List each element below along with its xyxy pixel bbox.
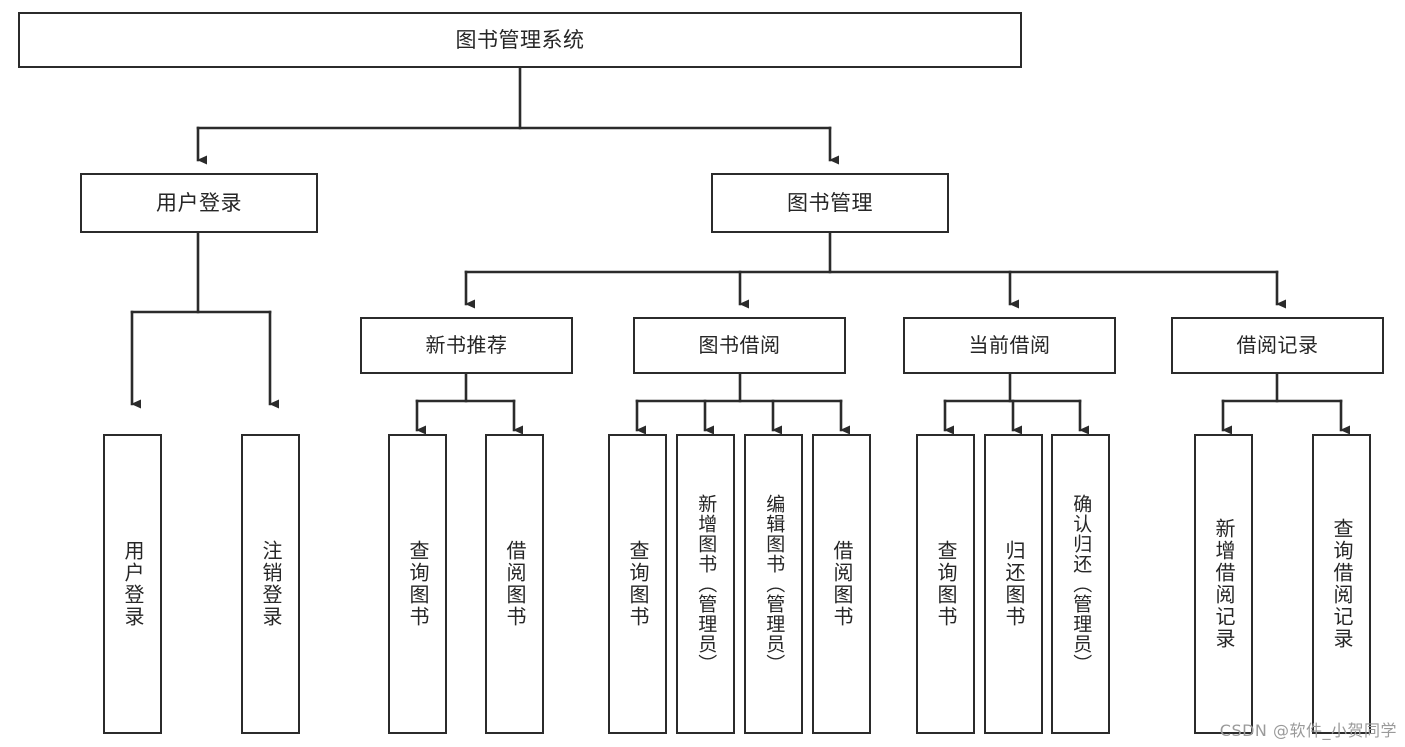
leaf-currentborrow-confirm-return-admin[interactable]: 确认归还（管理员） <box>1051 434 1110 734</box>
node-book-management[interactable]: 图书管理 <box>711 173 949 233</box>
node-label: 查询图书 <box>406 540 430 628</box>
leaf-newbook-query-book[interactable]: 查询图书 <box>388 434 447 734</box>
leaf-bookborrow-add-book-admin[interactable]: 新增图书（管理员） <box>676 434 735 734</box>
node-label: 图书管理系统 <box>455 27 585 52</box>
leaf-borrowrecord-query-record[interactable]: 查询借阅记录 <box>1312 434 1371 734</box>
leaf-currentborrow-return-book[interactable]: 归还图书 <box>984 434 1043 734</box>
node-label: 确认归还（管理员） <box>1070 494 1093 674</box>
node-label: 借阅图书 <box>503 540 527 628</box>
node-label: 新增图书（管理员） <box>695 494 718 674</box>
node-user-login[interactable]: 用户登录 <box>80 173 318 233</box>
leaf-currentborrow-query-book[interactable]: 查询图书 <box>916 434 975 734</box>
node-borrow-record[interactable]: 借阅记录 <box>1171 317 1384 374</box>
node-label: 当前借阅 <box>968 333 1051 357</box>
node-label: 注销登录 <box>259 540 283 628</box>
leaf-borrowrecord-add-record[interactable]: 新增借阅记录 <box>1194 434 1253 734</box>
node-new-book-recommendation[interactable]: 新书推荐 <box>360 317 573 374</box>
leaf-bookborrow-borrow-book[interactable]: 借阅图书 <box>812 434 871 734</box>
leaf-bookborrow-edit-book-admin[interactable]: 编辑图书（管理员） <box>744 434 803 734</box>
watermark-text: CSDN @软件_小贺同学 <box>1219 721 1397 740</box>
node-label: 归还图书 <box>1002 540 1026 628</box>
node-root-book-management-system[interactable]: 图书管理系统 <box>18 12 1022 68</box>
node-label: 查询借阅记录 <box>1330 518 1354 650</box>
node-label: 编辑图书（管理员） <box>763 494 786 674</box>
node-label: 借阅记录 <box>1236 333 1319 357</box>
node-label: 图书管理 <box>787 190 873 215</box>
node-label: 图书借阅 <box>698 333 781 357</box>
leaf-bookborrow-query-book[interactable]: 查询图书 <box>608 434 667 734</box>
leaf-logout[interactable]: 注销登录 <box>241 434 300 734</box>
node-book-borrow[interactable]: 图书借阅 <box>633 317 846 374</box>
node-label: 新书推荐 <box>425 333 508 357</box>
node-label: 用户登录 <box>156 190 242 215</box>
leaf-newbook-borrow-book[interactable]: 借阅图书 <box>485 434 544 734</box>
node-label: 查询图书 <box>626 540 650 628</box>
node-label: 查询图书 <box>934 540 958 628</box>
node-current-borrow[interactable]: 当前借阅 <box>903 317 1116 374</box>
node-label: 新增借阅记录 <box>1212 518 1236 650</box>
node-label: 用户登录 <box>121 540 145 628</box>
node-label: 借阅图书 <box>830 540 854 628</box>
leaf-user-login[interactable]: 用户登录 <box>103 434 162 734</box>
